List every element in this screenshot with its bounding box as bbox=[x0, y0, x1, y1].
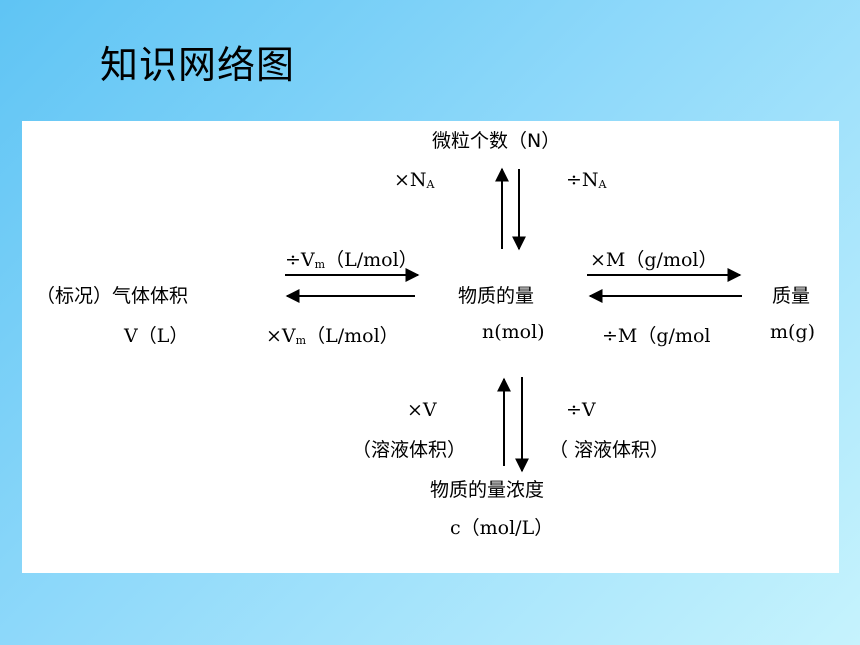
concentration-unit: c（mol/L） bbox=[450, 517, 554, 539]
divide-v-label: ÷V bbox=[566, 399, 596, 421]
multiply-vm-label: ×Vm（L/mol） bbox=[266, 325, 399, 347]
amount-of-substance-unit: n(mol) bbox=[482, 321, 545, 343]
diagram-panel: 微粒个数（N） ×NA ÷NA （标况）气体体积 V（L） ÷Vm（L/mol）… bbox=[22, 121, 839, 573]
slide-title: 知识网络图 bbox=[100, 43, 296, 87]
divide-vm-label: ÷Vm（L/mol） bbox=[285, 249, 418, 271]
gas-volume-node: （标况）气体体积 bbox=[36, 285, 189, 307]
arrows-layer bbox=[285, 167, 742, 473]
mass-node: 质量 bbox=[772, 285, 811, 307]
divide-na-label: ÷NA bbox=[566, 169, 607, 191]
solution-volume-left-label: （溶液体积） bbox=[352, 439, 467, 461]
multiply-m-label: ×M（g/mol） bbox=[590, 249, 718, 271]
solution-volume-right-label: （ 溶液体积） bbox=[549, 439, 670, 461]
multiply-v-label: ×V bbox=[407, 399, 437, 421]
divide-m-label: ÷M（g/mol bbox=[602, 325, 711, 347]
amount-of-substance-node: 物质的量 bbox=[458, 285, 535, 307]
mass-unit: m(g) bbox=[770, 321, 816, 343]
multiply-na-label: ×NA bbox=[394, 169, 435, 191]
concentration-node: 物质的量浓度 bbox=[430, 479, 545, 501]
particle-count-node: 微粒个数（N） bbox=[432, 130, 561, 152]
gas-volume-unit: V（L） bbox=[124, 325, 189, 347]
